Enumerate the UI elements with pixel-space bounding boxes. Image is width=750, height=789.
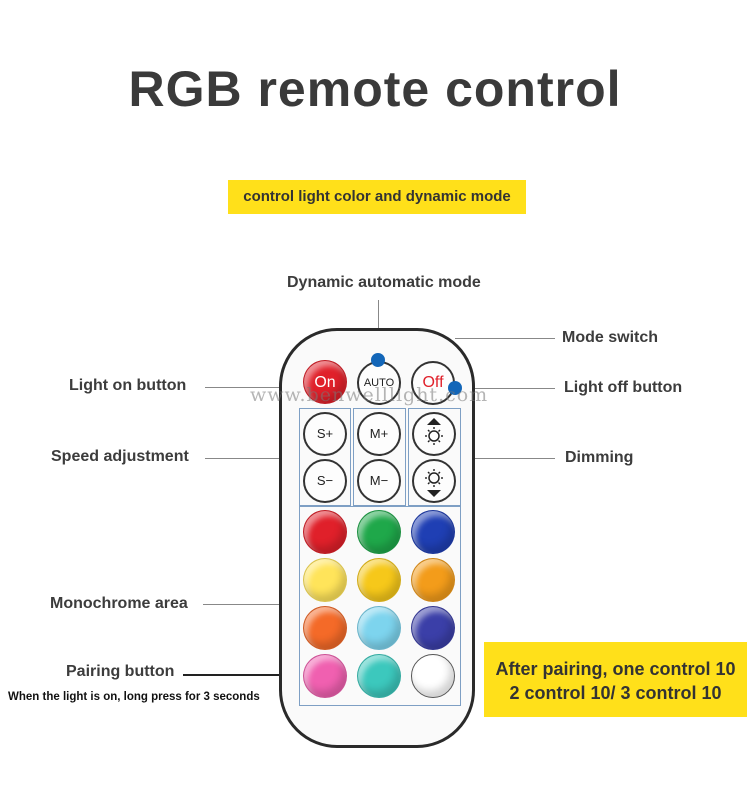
on-button[interactable]: On	[303, 360, 347, 404]
label-light-on: Light on button	[69, 377, 187, 394]
off-button[interactable]: Off	[411, 361, 455, 405]
color-button-yellow[interactable]	[357, 558, 401, 602]
pointer-line-monochrome	[203, 604, 300, 605]
pointer-line-light-off	[458, 388, 555, 389]
label-dynamic-mode: Dynamic automatic mode	[287, 274, 481, 291]
pointer-line-light-on	[205, 387, 305, 388]
label-dimming: Dimming	[565, 449, 634, 466]
pointer-line-dimming	[461, 458, 555, 459]
color-button-light-blue[interactable]	[357, 606, 401, 650]
pairing-info-banner: After pairing, one control 10 2 control …	[484, 642, 747, 717]
mode-down-button[interactable]: M−	[357, 459, 401, 503]
color-button-green[interactable]	[357, 510, 401, 554]
speed-group-box	[299, 408, 351, 506]
brightness-up-button[interactable]	[412, 412, 456, 456]
watermark-text: www.benwelllight.com	[250, 384, 489, 406]
brightness-up-icon	[425, 418, 443, 445]
label-monochrome-area: Monochrome area	[50, 595, 188, 612]
speed-down-button[interactable]: S−	[303, 459, 347, 503]
page-title: RGB remote control	[128, 61, 622, 117]
brightness-down-button[interactable]	[412, 459, 456, 503]
pairing-info-line-1: After pairing, one control 10	[495, 659, 736, 679]
pointer-line-pairing	[183, 674, 308, 676]
label-light-off: Light off button	[564, 379, 683, 396]
dimming-group-box	[408, 408, 461, 506]
color-button-pink-pairing[interactable]	[303, 654, 347, 698]
speed-up-button[interactable]: S+	[303, 412, 347, 456]
color-button-orange[interactable]	[411, 558, 455, 602]
pointer-line-mode-switch	[455, 338, 555, 339]
brightness-down-icon	[425, 469, 443, 497]
color-button-white[interactable]	[411, 654, 455, 698]
color-button-indigo[interactable]	[411, 606, 455, 650]
color-button-teal[interactable]	[357, 654, 401, 698]
color-button-red-orange[interactable]	[303, 606, 347, 650]
color-group-box	[299, 506, 461, 706]
color-button-blue[interactable]	[411, 510, 455, 554]
subtitle-banner: control light color and dynamic mode	[228, 180, 526, 214]
color-button-red[interactable]	[303, 510, 347, 554]
color-button-light-yellow[interactable]	[303, 558, 347, 602]
mode-up-button[interactable]: M+	[357, 412, 401, 456]
pointer-line-speed	[205, 458, 300, 459]
label-speed-adjustment: Speed adjustment	[51, 448, 189, 465]
auto-button[interactable]: AUTO	[357, 361, 401, 405]
label-mode-switch: Mode switch	[562, 329, 659, 346]
label-pairing-button: Pairing button	[66, 663, 175, 680]
pairing-info-line-2: 2 control 10/ 3 control 10	[509, 683, 722, 703]
pointer-dot-off	[448, 381, 462, 395]
mode-group-box	[353, 408, 406, 506]
pairing-note: When the light is on, long press for 3 s…	[8, 691, 260, 703]
pointer-dot-auto	[371, 353, 385, 367]
